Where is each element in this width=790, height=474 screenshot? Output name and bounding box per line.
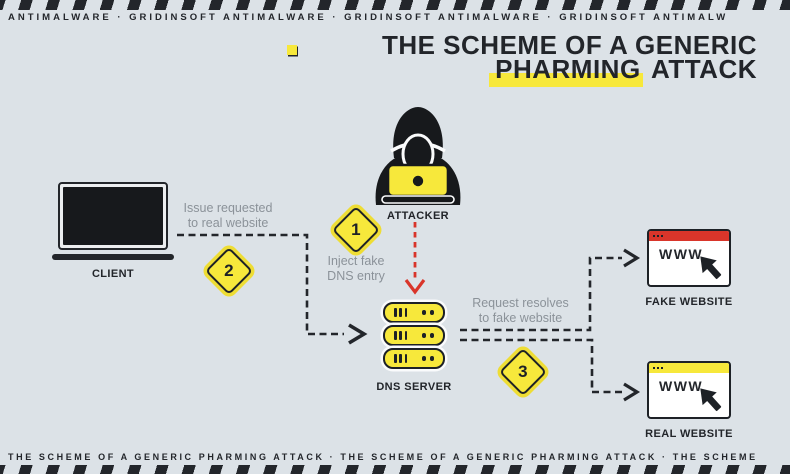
title-line1: THE SCHEME OF A GENERIC bbox=[381, 30, 757, 60]
server-leds-icon bbox=[421, 333, 434, 338]
client-laptop-base bbox=[52, 254, 174, 260]
step-2-badge: 2 bbox=[204, 246, 254, 296]
server-slots-icon bbox=[394, 354, 408, 363]
bottom-banner-text: THE SCHEME OF A GENERIC PHARMING ATTACK … bbox=[8, 452, 758, 462]
fake-website-icon: WWW bbox=[647, 229, 731, 287]
fake-website-www-text: WWW bbox=[659, 246, 704, 262]
request-resolves-caption: Request resolves to fake website bbox=[472, 296, 569, 325]
top-banner-text: ANTIMALWARE · GRIDINSOFT ANTIMALWARE · G… bbox=[8, 12, 729, 23]
server-slots-icon bbox=[394, 331, 408, 340]
dns-server-unit-2 bbox=[383, 325, 445, 346]
attacker-icon bbox=[375, 107, 461, 205]
real-website-label: REAL WEBSITE bbox=[645, 428, 733, 440]
dns-server-unit-3 bbox=[383, 348, 445, 369]
cursor-arrow-icon bbox=[700, 256, 722, 280]
real-website-www-text: WWW bbox=[659, 378, 704, 394]
bottom-stripe-pattern bbox=[0, 465, 790, 474]
server-leds-icon bbox=[421, 356, 434, 361]
issue-requested-caption: Issue requested to real website bbox=[183, 201, 273, 230]
title-bullet-square bbox=[287, 45, 297, 55]
title-highlighted-word: PHARMING bbox=[489, 54, 643, 87]
attacker-hood-rim bbox=[390, 141, 446, 153]
attacker-label: ATTACKER bbox=[386, 210, 450, 222]
fake-website-label: FAKE WEBSITE bbox=[645, 296, 733, 308]
attacker-body bbox=[375, 155, 461, 205]
attacker-laptop-screen bbox=[386, 163, 450, 198]
dns-server-label: DNS SERVER bbox=[376, 381, 452, 393]
dns-to-fake-arrowhead bbox=[623, 248, 641, 268]
attacker-laptop-base bbox=[381, 195, 455, 204]
attacker-laptop-logo bbox=[412, 175, 424, 187]
client-laptop-icon bbox=[58, 182, 168, 250]
server-slots-icon bbox=[394, 308, 408, 317]
client-to-dns-dashed-line bbox=[177, 233, 344, 336]
real-website-titlebar bbox=[649, 363, 729, 373]
dns-server-unit-1 bbox=[383, 302, 445, 323]
client-label: CLIENT bbox=[91, 268, 135, 280]
cursor-arrow-icon bbox=[700, 388, 722, 412]
attacker-hood bbox=[393, 107, 443, 158]
inject-fake-dns-caption: Inject fake DNS entry bbox=[327, 254, 385, 283]
fake-website-titlebar bbox=[649, 231, 729, 241]
top-stripe-pattern bbox=[0, 0, 790, 10]
attacker-to-dns-arrowhead bbox=[404, 279, 426, 295]
server-leds-icon bbox=[421, 310, 434, 315]
attacker-face bbox=[401, 133, 435, 175]
real-website-icon: WWW bbox=[647, 361, 731, 419]
client-laptop-screen bbox=[63, 187, 163, 245]
step-3-badge: 3 bbox=[498, 347, 548, 397]
client-to-dns-arrowhead bbox=[348, 323, 368, 345]
dns-to-real-arrowhead bbox=[623, 382, 641, 402]
